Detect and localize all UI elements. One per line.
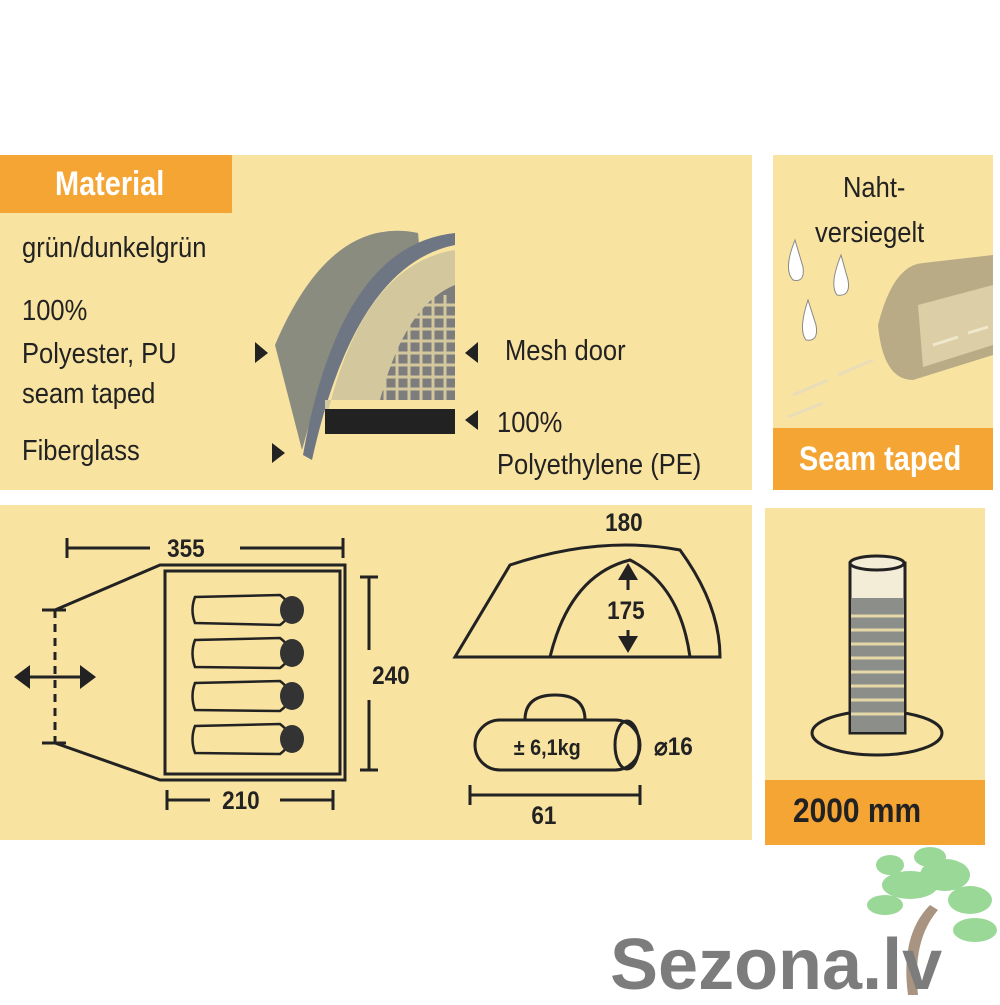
water-column-label-box: 2000 mm [765,780,985,845]
material-heading-text: Material [55,165,165,203]
arrow-left-icon [14,665,30,689]
length-label: 355 [167,535,205,563]
fly-text-3: seam taped [22,378,156,410]
arrow-up-icon [618,563,638,580]
arrow-down-icon [618,636,638,653]
dimensions-drawing [14,538,722,810]
pack-diameter-label: ⌀16 [654,733,693,761]
seam-label-box: Seam taped [773,428,993,490]
arrow-right-icon [272,443,285,463]
material-heading: Material [0,155,232,213]
water-column-panel: 2000 mm [765,508,985,845]
material-panel: Material grün/dunkelgrün 100% Polyester,… [0,155,752,490]
fabric-layers-diagram [255,230,478,463]
water-drop-icon [788,238,804,281]
fly-text-1: 100% [22,295,88,327]
width-label: 240 [372,662,410,690]
seam-title-1: Naht- [843,172,906,204]
color-text: grün/dunkelgrün [22,232,207,264]
mesh-text: Mesh door [505,335,626,367]
water-drop-icon [802,298,817,341]
inner-length-label: 210 [222,787,260,815]
pack-length-label: 61 [531,802,557,830]
water-drop-icon [833,253,849,296]
inner-height-label: 175 [607,597,645,625]
sleeping-bags [191,593,292,756]
seam-panel: Naht- versiegelt Seam taped [773,155,993,490]
arrow-right-icon [80,665,96,689]
fly-text-2: Polyester, PU [22,338,177,370]
arrow-left-icon [465,410,478,430]
weight-label: ± 6,1kg [513,735,581,760]
poles-text: Fiberglass [22,435,140,467]
seam-title-2: versiegelt [815,217,925,249]
logo-text: Sezona.lv [610,925,943,1005]
water-column-label: 2000 mm [793,792,922,830]
water-column-icon [810,554,944,757]
floor-text-2: Polyethylene (PE) [497,449,702,481]
seam-tape-illustration [787,238,993,419]
arrow-right-icon [255,342,268,363]
tree-logo-icon [867,847,997,995]
seam-label: Seam taped [799,440,962,478]
sezona-logo[interactable]: Sezona.lv [600,845,1000,1005]
floor-text-1: 100% [497,407,563,439]
outer-height-label: 180 [605,509,643,537]
arrow-left-icon [465,342,478,363]
dimensions-panel: 355 210 240 180 175 ± 6,1kg ⌀16 61 [0,505,752,840]
